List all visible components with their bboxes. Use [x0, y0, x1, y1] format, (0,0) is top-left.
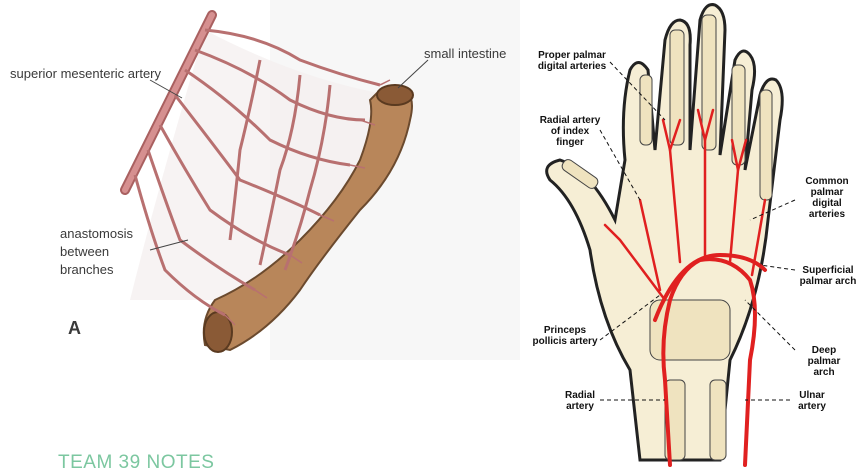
label-radial-artery-index-finger: Radial artery of index finger [538, 115, 602, 148]
label-radial-artery: Radial artery [560, 390, 600, 412]
hand-arteries-illustration: Proper palmar digital arteries Radial ar… [520, 0, 862, 470]
label-superficial-palmar-arch: Superficial palmar arch [796, 265, 860, 287]
label-ulnar-artery: Ulnar artery [792, 390, 832, 412]
label-small-intestine: small intestine [424, 46, 506, 61]
panel-letter: A [68, 318, 81, 339]
label-princeps-pollicis-artery: Princeps pollicis artery [530, 325, 600, 347]
footer-title: TEAM 39 NOTES [58, 452, 214, 474]
mesenteric-illustration: superior mesenteric artery small intesti… [0, 0, 520, 360]
label-anastomosis: anastomosis between branches [60, 225, 150, 279]
label-superior-mesenteric-artery: superior mesenteric artery [10, 66, 161, 81]
label-deep-palmar-arch: Deep palmar arch [796, 345, 852, 378]
label-proper-palmar-digital-arteries: Proper palmar digital arteries [534, 50, 610, 72]
label-common-palmar-digital-arteries: Common palmar digital arteries [796, 176, 858, 220]
